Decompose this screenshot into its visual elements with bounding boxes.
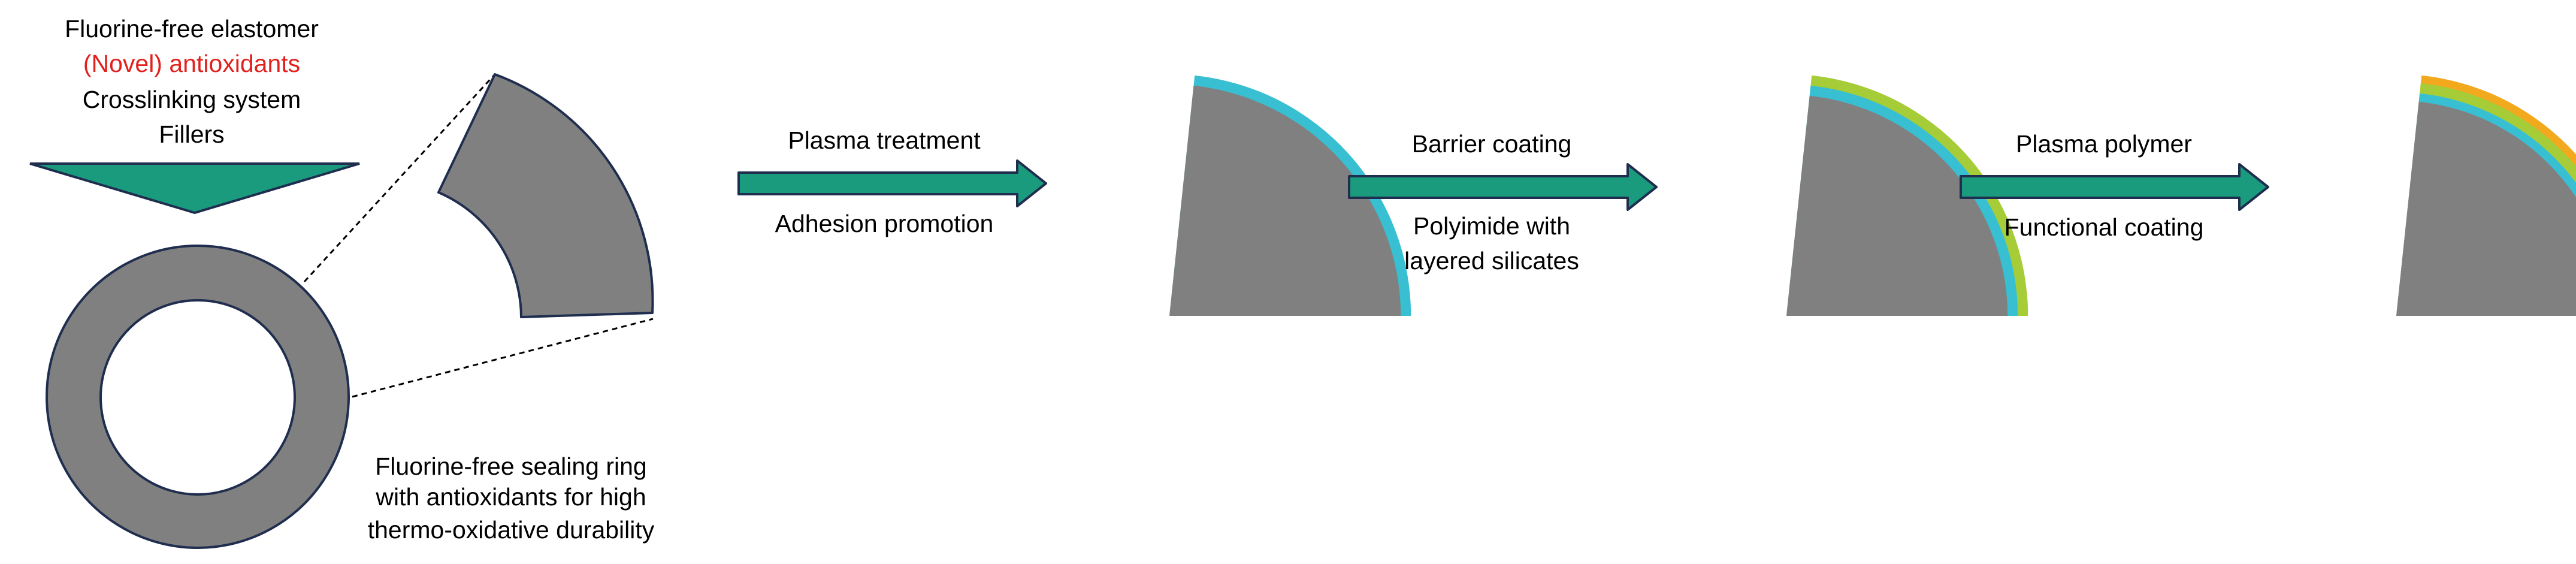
composition-text: Fluorine-free elastomer (Novel) antioxid…	[65, 15, 319, 148]
inner-cutout	[1681, 183, 1787, 316]
section-functional-coated	[2291, 75, 2576, 316]
step-3-bottom-label: Functional coating	[2004, 213, 2204, 241]
sealing-ring	[46, 245, 350, 549]
zoom-line-top	[303, 73, 496, 283]
ring-caption: Fluorine-free sealing ring with antioxid…	[368, 453, 655, 544]
step-2-arrow	[1348, 163, 1658, 211]
enlarged-ring-section	[437, 73, 654, 318]
step-2-top-label: Barrier coating	[1412, 130, 1572, 158]
step-barrier-coating: Barrier coating Polyimide with layered s…	[1348, 130, 1658, 275]
step-2-bottom-label-1: Polyimide with	[1413, 212, 1570, 240]
step-2-bottom-label-2: layered silicates	[1404, 247, 1579, 275]
rubber-core	[2396, 100, 2576, 316]
zoom-line-bottom	[352, 318, 654, 398]
step-3-arrow	[1960, 163, 2269, 211]
inner-cutout	[2291, 183, 2397, 316]
inner-cutout	[1064, 183, 1170, 316]
ring-caption-line-3: thermo-oxidative durability	[368, 516, 655, 544]
antioxidants-label: (Novel) antioxidants	[83, 50, 300, 77]
crosslinking-label: Crosslinking system	[83, 86, 301, 113]
ring-caption-line-2: with antioxidants for high	[375, 483, 646, 511]
step-1-top-label: Plasma treatment	[788, 126, 981, 154]
step-3-top-label: Plasma polymer	[2016, 130, 2192, 158]
fillers-label: Fillers	[159, 120, 224, 148]
elastomer-label: Fluorine-free elastomer	[65, 15, 319, 43]
ring-caption-line-1: Fluorine-free sealing ring	[375, 453, 647, 480]
step-plasma-treatment: Plasma treatment Adhesion promotion	[737, 126, 1047, 237]
mixing-funnel	[29, 162, 360, 215]
step-plasma-polymer: Plasma polymer Functional coating	[1960, 130, 2269, 241]
step-1-bottom-label: Adhesion promotion	[775, 210, 994, 237]
step-1-arrow	[737, 159, 1047, 207]
rubber-core	[1786, 94, 2008, 316]
rubber-core	[1169, 84, 1401, 316]
